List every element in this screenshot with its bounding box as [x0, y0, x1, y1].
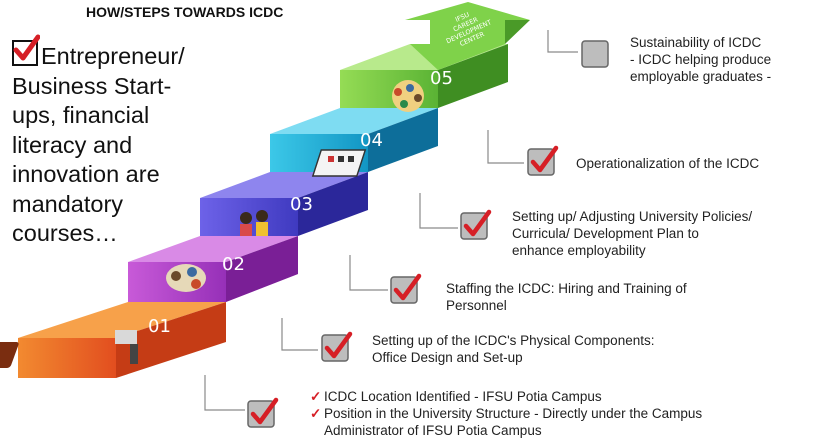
- step-04-line-1: Operationalization of the ICDC: [576, 156, 760, 171]
- step-02-block: 02: [128, 236, 298, 302]
- step-02-number: 02: [222, 254, 245, 275]
- step-05-line-3: employable graduates -: [630, 69, 772, 84]
- step-01-line-2: Office Design and Set-up: [372, 350, 523, 365]
- checkmark-icon: ✓: [310, 406, 322, 421]
- step-01-number: 01: [148, 316, 171, 337]
- step-05-line-1: Sustainability of ICDC: [630, 35, 762, 50]
- step-03-line-3: enhance employability: [512, 243, 646, 258]
- step-03-line-2: Curricula/ Development Plan to: [512, 226, 699, 241]
- step-02-label: Staffing the ICDC: Hiring and Training o…: [446, 280, 687, 314]
- step-04-label: Operationalization of the ICDC: [576, 155, 759, 172]
- step-05-illustration-icon: [392, 80, 424, 112]
- step-05-label: Sustainability of ICDC - ICDC helping pr…: [630, 34, 771, 85]
- left-note-line-4: literacy and: [12, 131, 133, 158]
- checkbox-checked-icon: [320, 330, 354, 364]
- arrow-up-icon: [405, 2, 530, 70]
- checkbox-checked-icon: [246, 396, 280, 430]
- step-03-label: Setting up/ Adjusting University Policie…: [512, 208, 752, 259]
- step-01-block: 01: [0, 302, 226, 378]
- checkbox-checked-icon: [389, 272, 423, 306]
- checkbox-checked-icon: [12, 34, 40, 66]
- base-item-2-continued: Administrator of IFSU Potia Campus: [324, 423, 542, 438]
- step-03-number: 03: [290, 194, 313, 215]
- left-note-line-7: courses…: [12, 220, 118, 246]
- connector-lines: [204, 30, 578, 411]
- left-note-line-6: mandatory: [12, 190, 124, 217]
- left-note-text: Entrepreneur/ Business Start- ups, finan…: [12, 34, 234, 249]
- step-04-illustration-icon: [311, 149, 367, 177]
- left-note-line-1: Entrepreneur/: [41, 43, 185, 69]
- step-04-block: 04: [270, 108, 438, 177]
- checkbox-checked-icon: [526, 144, 560, 178]
- step-02-line-2: Personnel: [446, 298, 507, 313]
- step-05-line-2: - ICDC helping produce: [630, 52, 772, 67]
- base-item-2: ✓Position in the University Structure - …: [310, 405, 702, 422]
- step-02-illustration-icon: [166, 264, 206, 292]
- checkbox-empty-icon: [580, 36, 614, 70]
- step-05-number: 05: [430, 68, 453, 89]
- left-note-line-2: Business Start-: [12, 72, 172, 99]
- step-01-line-1: Setting up of the ICDC's Physical Compon…: [372, 333, 655, 348]
- step-03-block: 03: [200, 172, 368, 236]
- base-label: ✓ICDC Location Identified - IFSU Potia C…: [310, 388, 702, 439]
- page-title: HOW/STEPS TOWARDS ICDC: [86, 4, 284, 20]
- base-item-1-text: ICDC Location Identified - IFSU Potia Ca…: [324, 389, 602, 404]
- base-item-2-text: Position in the University Structure - D…: [324, 406, 703, 421]
- checkbox-checked-icon: [459, 208, 493, 242]
- left-note: Entrepreneur/ Business Start- ups, finan…: [12, 34, 234, 249]
- left-note-line-3: ups, financial: [12, 102, 150, 128]
- base-item-1: ✓ICDC Location Identified - IFSU Potia C…: [310, 388, 702, 405]
- step-03-line-1: Setting up/ Adjusting University Policie…: [512, 209, 753, 224]
- left-note-line-5: innovation are: [12, 161, 160, 187]
- step-01-illustration-icon: [0, 330, 138, 368]
- checkmark-icon: ✓: [310, 389, 322, 404]
- step-01-label: Setting up of the ICDC's Physical Compon…: [372, 332, 654, 366]
- step-04-number: 04: [360, 130, 383, 151]
- step-03-illustration-icon: [240, 210, 268, 236]
- step-02-line-1: Staffing the ICDC: Hiring and Training o…: [446, 281, 687, 296]
